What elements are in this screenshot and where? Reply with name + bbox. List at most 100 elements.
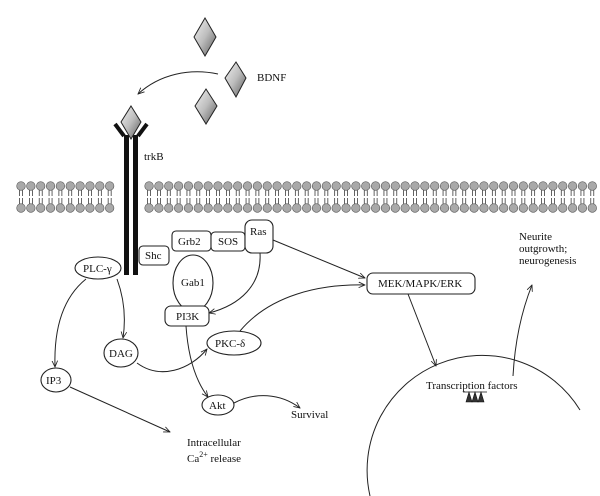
shc-node — [138, 245, 170, 266]
lipid-tail — [19, 198, 23, 204]
lipid-head — [331, 181, 341, 191]
lipid-head — [144, 203, 154, 213]
lipid-tail — [245, 198, 250, 204]
lipid-head — [449, 181, 460, 191]
lipid-head — [430, 181, 440, 191]
lipid-head — [518, 203, 528, 213]
lipid-head — [499, 203, 509, 213]
lipid-head — [213, 203, 223, 213]
lipid-tail — [551, 190, 555, 196]
plc-to-ip3-arrow — [55, 278, 87, 367]
lipid-head — [351, 203, 361, 213]
lipid-tail — [29, 198, 33, 204]
neurite-label-line1: Neurite — [519, 231, 552, 243]
lipid-tail — [570, 198, 575, 204]
lipid-tail — [363, 198, 368, 204]
lipid-head — [459, 203, 469, 213]
lipid-tail — [38, 198, 43, 204]
lipid-head — [439, 181, 450, 191]
lipid-head — [45, 181, 56, 191]
lipid-head — [242, 203, 253, 213]
calcium-symbol: Ca — [187, 453, 199, 465]
lipid-head — [16, 203, 26, 213]
sos-label: SOS — [218, 236, 238, 248]
lipid-tail — [531, 198, 536, 204]
trkb-label: trkB — [144, 151, 164, 163]
lipid-head — [528, 203, 538, 213]
lipid-tail — [344, 190, 348, 196]
lipid-tail — [472, 198, 476, 204]
ip3-to-calcium-arrow — [69, 386, 170, 433]
lipid-tail — [304, 198, 309, 204]
lipid-head — [75, 181, 85, 191]
bdnf-diamond — [194, 88, 218, 125]
bound-bdnf-diamond — [120, 105, 142, 140]
lipid-tail — [521, 190, 526, 196]
lipid-head — [390, 203, 400, 213]
lipid-head — [262, 203, 272, 213]
ip3-node — [40, 367, 72, 393]
lipid-head — [420, 181, 430, 191]
bdnf-label: BDNF — [257, 72, 286, 84]
lipid-tail — [452, 190, 457, 196]
lipid-tail — [157, 190, 161, 196]
receptor-arm — [136, 122, 149, 138]
lipid-head — [193, 181, 203, 191]
lipid-tail — [58, 198, 63, 204]
lipid-head — [430, 203, 440, 213]
lipid-tail — [423, 190, 427, 196]
trkb-receptor — [113, 105, 149, 275]
lipid-head — [105, 181, 115, 191]
akt-to-survival-arrow — [233, 395, 300, 408]
lipid-head — [459, 181, 469, 191]
lipid-tail — [235, 190, 240, 196]
lipid-head — [95, 181, 105, 191]
receptor-arm — [113, 122, 126, 138]
lipid-head — [174, 181, 184, 191]
lipid-tail — [275, 190, 279, 196]
cell-membrane — [16, 181, 597, 213]
lipid-head — [193, 203, 203, 213]
lipid-head — [65, 203, 75, 213]
lipid-head — [538, 181, 548, 191]
lipid-head — [400, 203, 410, 213]
nucleus-outline — [366, 354, 581, 496]
lipid-head — [26, 203, 36, 213]
lipid-tail — [235, 198, 240, 204]
calcium-release-label: Ca2+ release — [187, 450, 241, 465]
lipid-head — [292, 203, 302, 213]
lipid-head — [469, 203, 479, 213]
lipid-tail — [157, 198, 161, 204]
lipid-head — [567, 203, 578, 213]
lipid-tail — [560, 198, 565, 204]
lipid-tail — [196, 198, 201, 204]
lipid-tail — [590, 198, 595, 204]
lipid-tail — [413, 190, 417, 196]
lipid-tail — [560, 190, 565, 196]
lipid-tail — [334, 190, 339, 196]
lipid-tail — [88, 190, 92, 196]
lipid-tail — [97, 190, 102, 196]
lipid-tail — [393, 190, 398, 196]
lipid-tail — [570, 190, 575, 196]
lipid-tail — [166, 198, 171, 204]
lipid-tail — [511, 198, 516, 204]
lipid-head — [321, 181, 331, 191]
lipid-tail — [442, 190, 447, 196]
receptor-chain — [124, 135, 129, 275]
lipid-head — [203, 203, 213, 213]
lipid-tail — [294, 198, 299, 204]
lipid-head — [331, 203, 341, 213]
lipid-head — [26, 181, 36, 191]
lipid-tail — [97, 198, 102, 204]
lipid-tail — [68, 190, 73, 196]
lipid-tail — [285, 198, 289, 204]
ras-to-pi3k-arrow — [209, 252, 261, 313]
lipid-tail — [442, 198, 447, 204]
lipid-head — [361, 203, 371, 213]
plc-gamma-node — [74, 256, 122, 280]
lipid-head — [302, 181, 312, 191]
lipid-head — [449, 203, 460, 213]
lipid-tail — [186, 198, 191, 204]
gab1-label: Gab1 — [181, 277, 205, 289]
